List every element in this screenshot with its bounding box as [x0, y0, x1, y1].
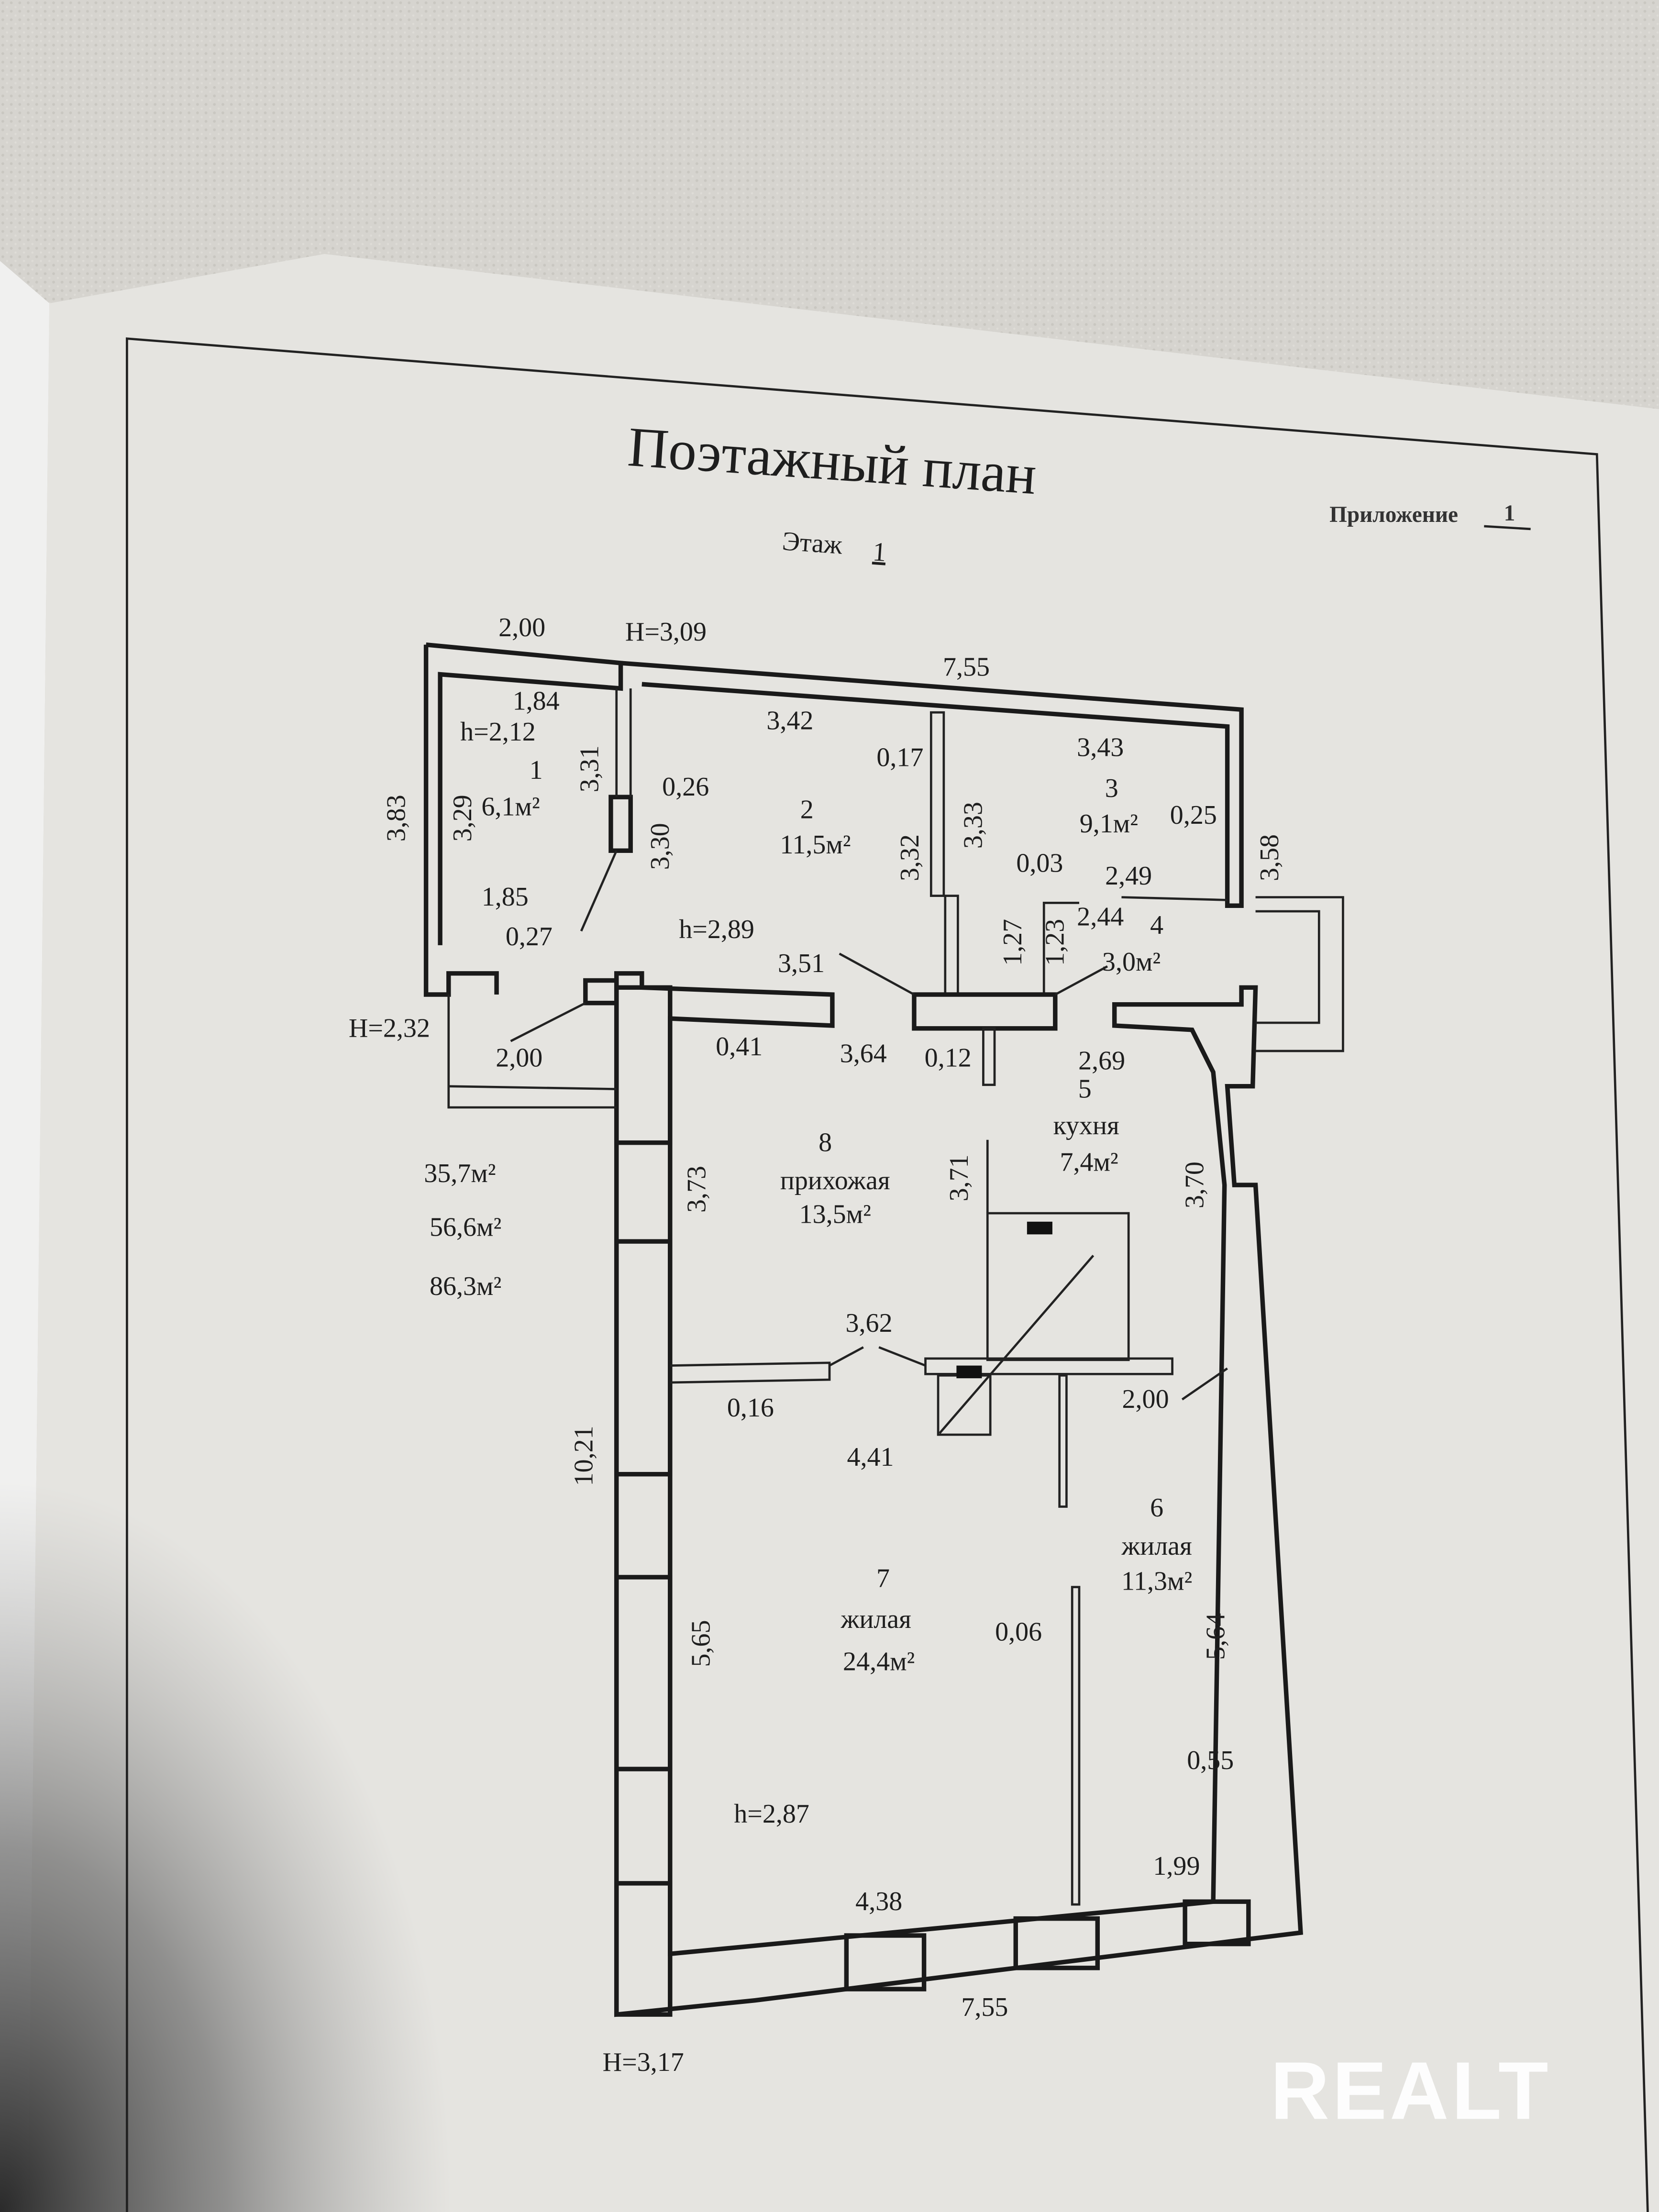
- svg-text:6,1м²: 6,1м²: [481, 792, 540, 822]
- svg-text:3,31: 3,31: [575, 745, 604, 792]
- svg-text:7: 7: [876, 1564, 890, 1593]
- svg-text:0,16: 0,16: [727, 1393, 774, 1423]
- room-5-kitchen: 5 кухня 7,4м²: [1053, 1074, 1119, 1177]
- room-1: 1 6,1м²: [481, 755, 542, 822]
- svg-text:3,42: 3,42: [766, 706, 813, 736]
- appendix-number: 1: [1504, 501, 1515, 526]
- svg-text:3,30: 3,30: [645, 823, 675, 870]
- svg-text:0,55: 0,55: [1187, 1746, 1234, 1775]
- svg-text:10,21: 10,21: [569, 1426, 599, 1486]
- room-8-hallway: 8 прихожая 13,5м²: [780, 1128, 890, 1229]
- svg-text:7,55: 7,55: [961, 1992, 1008, 2022]
- room-3: 3 9,1м²: [1080, 774, 1138, 839]
- svg-text:0,27: 0,27: [506, 922, 553, 951]
- svg-text:11,3м²: 11,3м²: [1121, 1566, 1192, 1596]
- floor-label: Этаж: [781, 526, 843, 560]
- svg-text:1,85: 1,85: [482, 882, 529, 912]
- svg-text:7,55: 7,55: [943, 653, 990, 682]
- svg-text:0,41: 0,41: [716, 1032, 763, 1062]
- svg-text:3,0м²: 3,0м²: [1102, 947, 1161, 977]
- svg-text:4: 4: [1150, 910, 1163, 940]
- svg-text:6: 6: [1150, 1493, 1163, 1523]
- svg-text:8: 8: [818, 1128, 832, 1157]
- svg-text:3,51: 3,51: [778, 949, 825, 978]
- room-7-living: 7 жилая 24,4м²: [841, 1564, 915, 1677]
- svg-text:3,64: 3,64: [840, 1039, 887, 1069]
- svg-text:2: 2: [800, 795, 814, 824]
- svg-text:86,3м²: 86,3м²: [430, 1272, 501, 1301]
- appendix-underline: [1484, 525, 1531, 531]
- area-totals: 35,7м² 56,6м² 86,3м²: [424, 1159, 501, 1301]
- svg-text:H=2,32: H=2,32: [349, 1013, 430, 1043]
- svg-text:5: 5: [1078, 1074, 1092, 1104]
- svg-text:35,7м²: 35,7м²: [424, 1159, 496, 1188]
- svg-text:2,49: 2,49: [1105, 861, 1152, 891]
- svg-text:3,32: 3,32: [895, 834, 925, 881]
- dimension-labels: 2,00 7,55 1,84 3,42 3,43 0,17 3,31 0,26 …: [381, 613, 1284, 2022]
- svg-text:7,4м²: 7,4м²: [1060, 1148, 1118, 1177]
- svg-text:3,33: 3,33: [958, 802, 988, 849]
- room-4: 4 3,0м²: [1102, 910, 1163, 977]
- svg-text:h=2,89: h=2,89: [679, 915, 754, 944]
- svg-text:h=2,87: h=2,87: [734, 1799, 809, 1829]
- svg-text:H=3,17: H=3,17: [603, 2047, 684, 2077]
- chimney-icon: [956, 1365, 982, 1379]
- svg-text:5,65: 5,65: [686, 1620, 716, 1667]
- svg-text:3,58: 3,58: [1255, 834, 1284, 881]
- svg-text:2,00: 2,00: [496, 1043, 542, 1073]
- svg-text:2,44: 2,44: [1077, 902, 1124, 932]
- svg-text:3,43: 3,43: [1077, 733, 1124, 763]
- svg-text:13,5м²: 13,5м²: [799, 1200, 871, 1229]
- page-frame: [126, 337, 1649, 2212]
- room-2: 2 11,5м²: [780, 795, 851, 860]
- svg-text:5,64: 5,64: [1201, 1613, 1231, 1660]
- svg-text:0,26: 0,26: [662, 772, 709, 802]
- svg-text:56,6м²: 56,6м²: [430, 1212, 501, 1242]
- svg-text:2,00: 2,00: [1122, 1384, 1169, 1414]
- svg-text:прихожая: прихожая: [780, 1166, 890, 1195]
- svg-text:1,84: 1,84: [513, 686, 560, 716]
- page-shadow: [0, 1481, 452, 2212]
- svg-text:3,71: 3,71: [944, 1154, 974, 1201]
- watermark-logo: REALT: [1271, 2045, 1551, 2136]
- svg-text:жилая: жилая: [841, 1604, 911, 1634]
- svg-text:0,12: 0,12: [925, 1043, 972, 1073]
- svg-text:2,69: 2,69: [1078, 1046, 1125, 1075]
- svg-text:H=3,09: H=3,09: [625, 617, 707, 647]
- room-6-living: 6 жилая 11,3м²: [1121, 1493, 1193, 1596]
- appendix-label: Приложение: [1329, 502, 1458, 527]
- svg-text:3,73: 3,73: [682, 1166, 711, 1213]
- svg-text:0,25: 0,25: [1170, 800, 1217, 830]
- svg-text:2,00: 2,00: [498, 613, 545, 642]
- svg-text:1,99: 1,99: [1153, 1851, 1200, 1881]
- height-labels: H=3,09 h=2,12 h=2,89 H=2,32 h=2,87 H=3,1…: [349, 617, 809, 2077]
- svg-text:1: 1: [530, 755, 543, 785]
- svg-text:h=2,12: h=2,12: [460, 717, 536, 747]
- svg-text:11,5м²: 11,5м²: [780, 830, 851, 860]
- svg-text:9,1м²: 9,1м²: [1080, 809, 1138, 839]
- svg-text:кухня: кухня: [1053, 1111, 1119, 1140]
- svg-text:3,62: 3,62: [846, 1308, 893, 1338]
- svg-text:24,4м²: 24,4м²: [843, 1647, 915, 1677]
- svg-text:1,27: 1,27: [998, 919, 1028, 966]
- floor-number: 1: [872, 537, 887, 567]
- svg-text:3,83: 3,83: [381, 795, 411, 841]
- svg-text:4,38: 4,38: [855, 1887, 902, 1916]
- svg-text:3,29: 3,29: [448, 795, 477, 841]
- svg-text:0,06: 0,06: [995, 1617, 1042, 1647]
- svg-text:жилая: жилая: [1121, 1531, 1192, 1561]
- walls: [423, 642, 1344, 2017]
- svg-text:3: 3: [1105, 774, 1118, 803]
- svg-text:1,23: 1,23: [1040, 919, 1070, 966]
- svg-text:3,70: 3,70: [1180, 1161, 1209, 1208]
- chimney-icon: [1027, 1221, 1052, 1235]
- svg-text:0,17: 0,17: [876, 742, 923, 772]
- svg-text:0,03: 0,03: [1016, 848, 1063, 878]
- svg-text:4,41: 4,41: [847, 1442, 894, 1472]
